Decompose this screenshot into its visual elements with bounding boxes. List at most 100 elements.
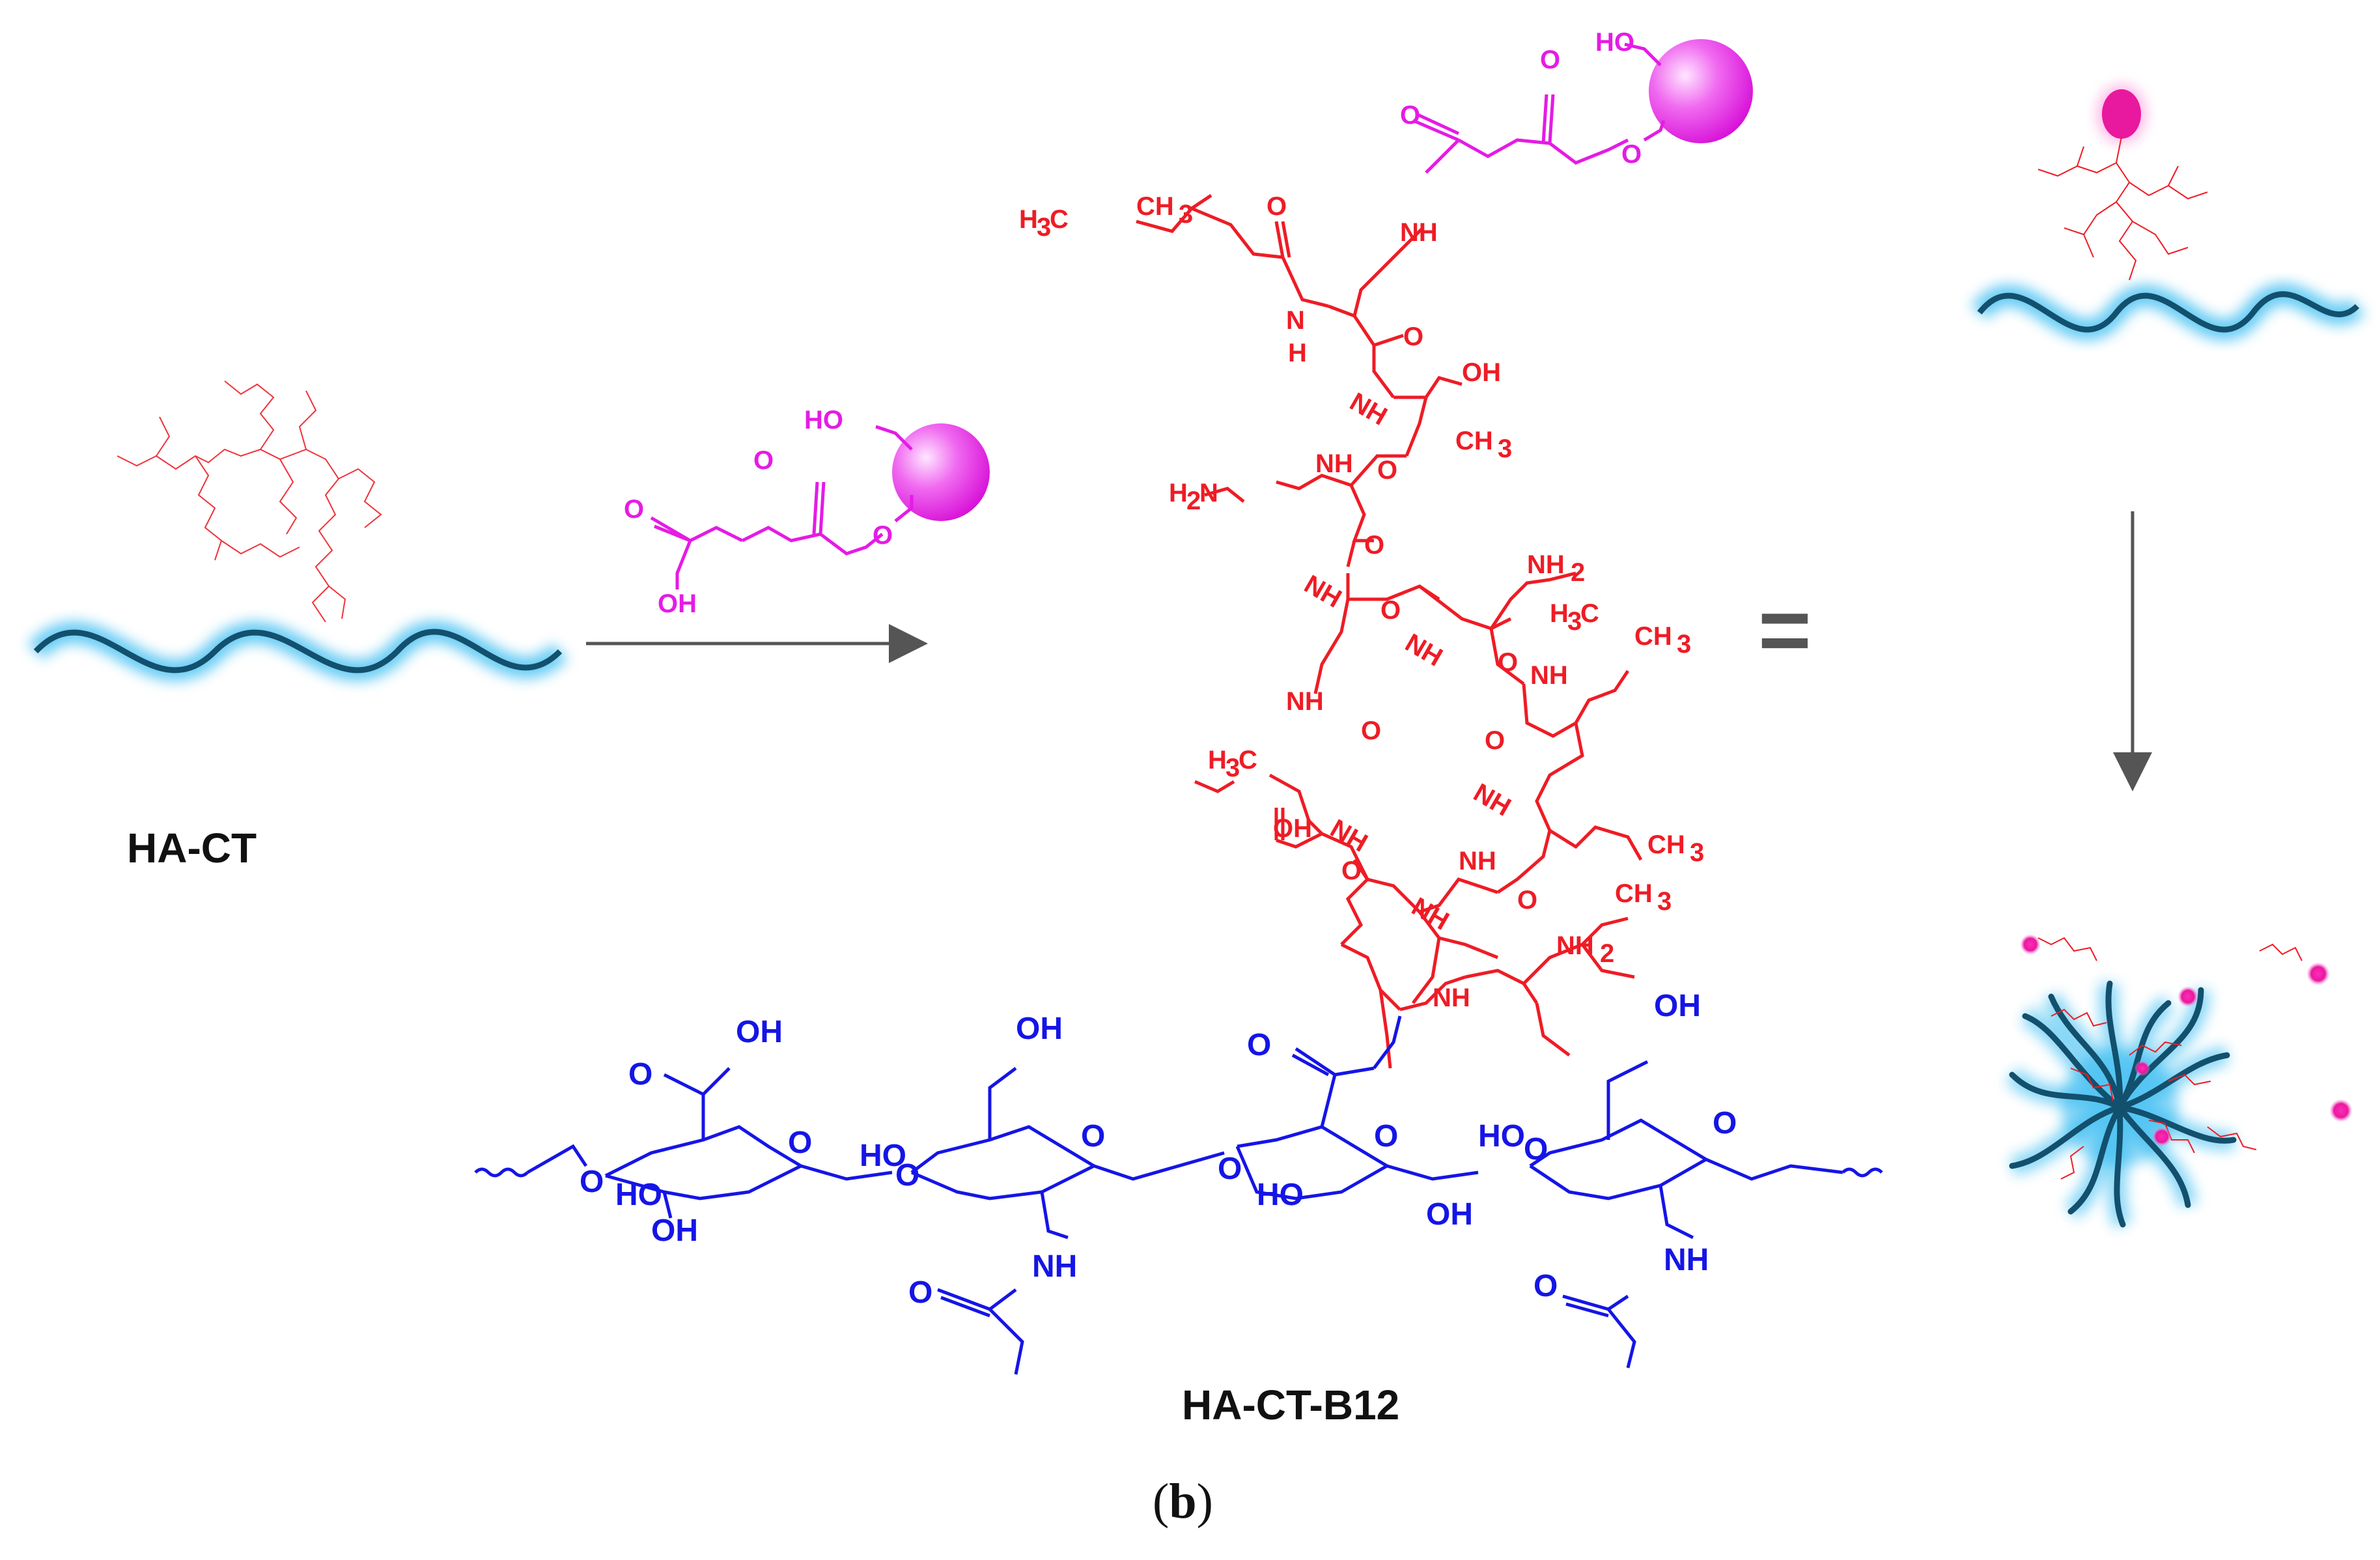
- nh-ring-7: NH: [1286, 687, 1324, 716]
- vitamin-b12-sphere: [892, 423, 990, 521]
- product-hydroxyl-label: HO: [1595, 28, 1634, 57]
- ha-glyco-o-2: O: [895, 1158, 919, 1193]
- thr2-h3c: H: [1208, 746, 1227, 774]
- nh-1-h: H: [1288, 339, 1307, 367]
- dab5-nh2: NH: [1527, 550, 1565, 579]
- leu2-ch3-a: CH: [1647, 830, 1685, 859]
- ha-amide-o: O: [1247, 1028, 1271, 1062]
- nh-ring-6: NH: [1326, 814, 1373, 858]
- carbonyl-o-4: O: [1380, 596, 1401, 625]
- carbonyl-o-3: O: [1364, 531, 1384, 560]
- thr-ch3: CH: [1455, 427, 1493, 455]
- ha-ring1-oh: OH: [651, 1213, 698, 1248]
- ha-ring3-oh: OH: [1426, 1197, 1473, 1232]
- ha-ring2-oh: OH: [1016, 1012, 1063, 1046]
- ha-glyco-o-4: O: [1524, 1132, 1548, 1167]
- colistin-peptide: H 3 C CH 3 O N H NH O NH OH CH 3 NH O H …: [1019, 192, 1704, 1069]
- nh-1: N: [1286, 306, 1305, 335]
- leu2-ch3-b: CH: [1615, 879, 1653, 908]
- carbonyl-o-2: O: [1377, 456, 1397, 485]
- reagent-hydroxyl-label: HO: [804, 406, 843, 434]
- svg-text:2: 2: [1571, 558, 1585, 587]
- ha-ct-b12-label: HA-CT-B12: [1182, 1382, 1400, 1428]
- ha-ring4-nh: NH: [1664, 1243, 1709, 1277]
- carbonyl-o-1: O: [1403, 322, 1423, 351]
- svg-text:3: 3: [1657, 887, 1672, 916]
- thr2-oh: OH: [1273, 814, 1312, 843]
- carbonyl-o-7: O: [1517, 886, 1537, 915]
- ha-ring2-ho: HO: [860, 1139, 906, 1173]
- tail-carbonyl-o: O: [1267, 192, 1287, 221]
- hyaluronan-backbone: OH O O O HO OH OH HO O O NH O O O O HO O…: [474, 989, 1883, 1375]
- nh-dab3: NH: [1315, 449, 1353, 478]
- svg-text:2: 2: [1186, 487, 1201, 515]
- dab-nh2-lower: NH: [1556, 931, 1594, 960]
- ha-ring3-o: O: [1374, 1119, 1398, 1154]
- nh-linker: NH: [1400, 218, 1438, 247]
- ha-ct-mini-peptide: [117, 380, 382, 623]
- ha-ring1-ho: HO: [615, 1178, 662, 1212]
- svg-text:N: N: [1199, 479, 1218, 507]
- ha-ring3-ho: HO: [1257, 1178, 1304, 1212]
- panel-label: (b): [1153, 1474, 1213, 1529]
- ha-glyco-o-1: O: [580, 1165, 604, 1199]
- reagent-acid-oh-label: OH: [658, 589, 697, 618]
- ha-ring2-o: O: [1081, 1119, 1105, 1154]
- svg-text:3: 3: [1690, 838, 1704, 867]
- nh-ring-5: NH: [1407, 892, 1454, 936]
- product-b12-sphere: [1649, 39, 1753, 143]
- carbonyl-o-5: O: [1498, 648, 1518, 677]
- ha-cooh-o: O: [628, 1057, 652, 1092]
- reagent-acid-o-label: O: [624, 495, 644, 524]
- ha-ring1-o: O: [788, 1126, 812, 1160]
- svg-text:3: 3: [1179, 200, 1193, 229]
- svg-text:C: C: [1580, 599, 1599, 628]
- svg-text:3: 3: [1498, 434, 1512, 463]
- nh-ring-4: NH: [1459, 847, 1496, 875]
- leu-h3c: H: [1550, 599, 1569, 628]
- carbonyl-o-6: O: [1485, 726, 1505, 755]
- schematic-conjugate: [1970, 85, 2366, 341]
- product-ester-o-label: O: [1621, 140, 1642, 169]
- svg-text:3: 3: [1567, 607, 1582, 636]
- ha-ct-label: HA-CT: [127, 825, 257, 872]
- carbonyl-o-9: O: [1361, 716, 1381, 745]
- b12-succinate-reagent: HO O O O OH: [624, 406, 990, 618]
- equals-sign: =: [1758, 578, 1812, 681]
- micelle-nanoparticle: [2005, 934, 2353, 1228]
- svg-text:3: 3: [1037, 213, 1051, 242]
- reagent-carbonyl-label: O: [753, 446, 774, 475]
- carbonyl-o-8: O: [1341, 857, 1362, 885]
- ha-ring4-oh: OH: [1654, 989, 1701, 1023]
- ha-cooh-oh: OH: [736, 1015, 783, 1049]
- nh-dab4: NH: [1300, 570, 1347, 614]
- nh-ring-2: NH: [1530, 661, 1568, 690]
- product-b12-linker: HO O O O: [1400, 28, 1753, 174]
- tail-h3c-label: H: [1019, 205, 1038, 234]
- ha-ct-polymer: [27, 621, 568, 681]
- tail-ch3-label: CH: [1136, 192, 1174, 221]
- product-carbonyl-label: O: [1540, 46, 1560, 74]
- ha-acetyl-o-2: O: [1533, 1269, 1558, 1303]
- nh-ring-3: NH: [1469, 778, 1516, 822]
- nh-ring-1: NH: [1401, 629, 1448, 672]
- svg-text:2: 2: [1600, 939, 1614, 968]
- ha-ring4-ho: HO: [1478, 1119, 1525, 1154]
- product-amide-o-label: O: [1400, 101, 1420, 130]
- leu-ch3-a: CH: [1634, 622, 1672, 651]
- nh-thr: NH: [1345, 388, 1392, 431]
- ha-acetyl-o-1: O: [908, 1275, 932, 1310]
- svg-text:3: 3: [1225, 754, 1240, 782]
- ha-ring4-o: O: [1713, 1106, 1737, 1141]
- ha-ring2-nh: NH: [1032, 1249, 1077, 1284]
- ha-glyco-o-3: O: [1218, 1152, 1242, 1186]
- svg-text:3: 3: [1677, 630, 1691, 659]
- reagent-ester-o-label: O: [873, 521, 893, 550]
- svg-text:C: C: [1050, 205, 1069, 234]
- nh-ha-link: NH: [1433, 984, 1470, 1012]
- svg-text:C: C: [1239, 746, 1257, 774]
- thr-oh: OH: [1462, 358, 1501, 387]
- dab3-h2n: H: [1169, 479, 1188, 507]
